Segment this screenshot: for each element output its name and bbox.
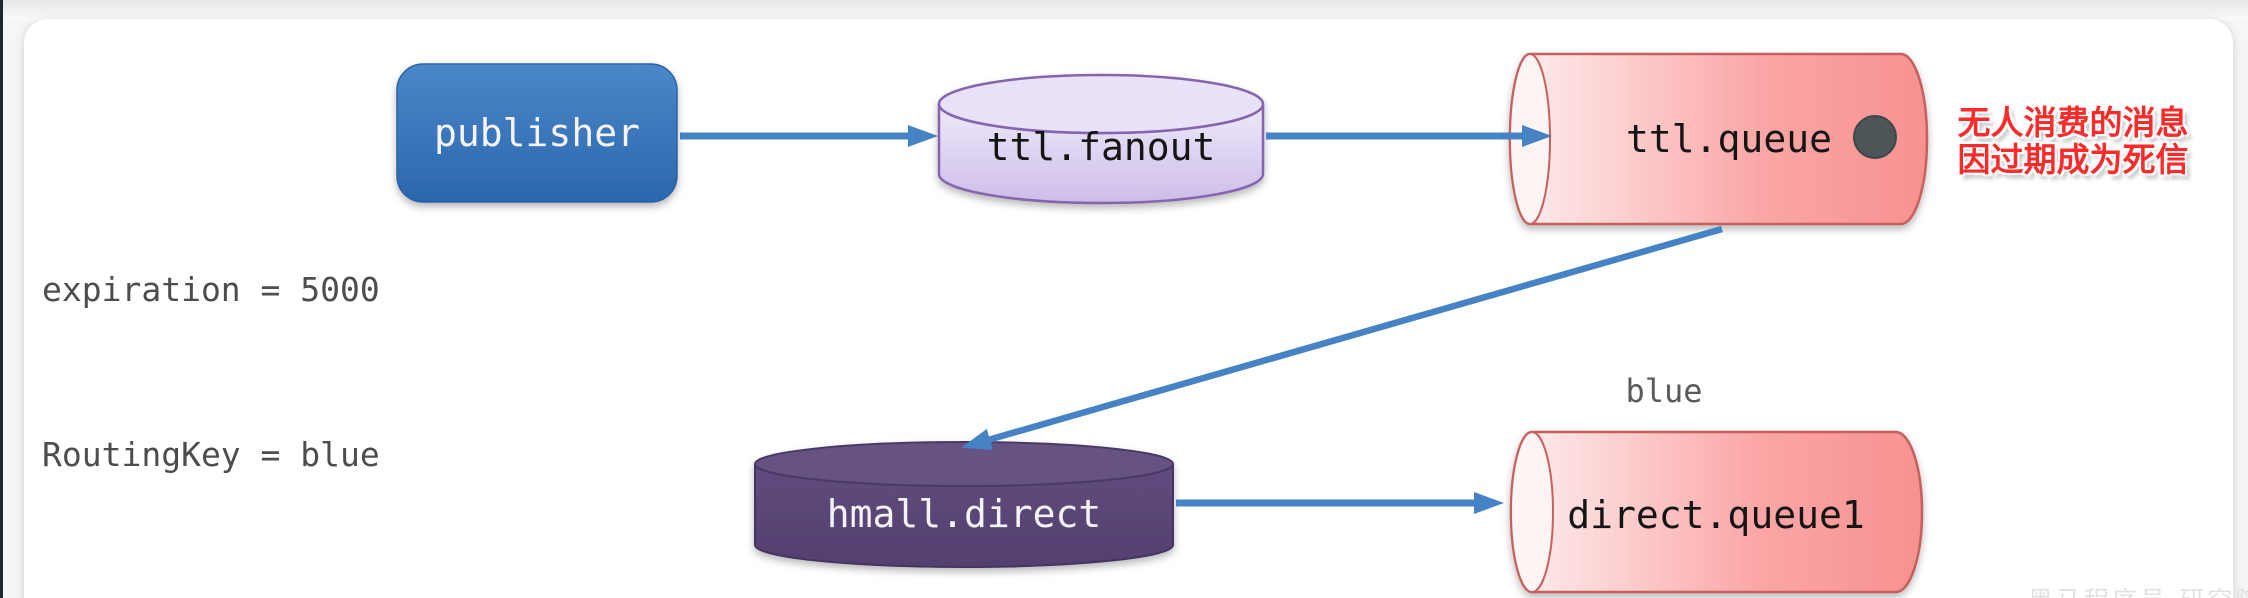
publisher-box	[396, 63, 678, 203]
window-left-edge	[0, 0, 3, 598]
direct-queue1-cylinder	[1509, 430, 1924, 594]
ttl-fanout-cylinder	[937, 73, 1265, 205]
arrow-ttl-queue-to-hmall-direct	[961, 225, 1723, 451]
watermark-text: 黑马程序员-研究院	[2028, 581, 2248, 598]
publisher-label: publisher	[434, 111, 640, 155]
dead-letter-note: 无人消费的消息 因过期成为死信	[1958, 104, 2189, 178]
dead-letter-note-line1: 无人消费的消息	[1957, 104, 2189, 141]
dead-letter-note-line2: 因过期成为死信	[1957, 141, 2189, 178]
ttl-queue-label: ttl.queue	[1626, 117, 1832, 161]
ttl-fanout-label: ttl.fanout	[986, 125, 1216, 169]
hmall-direct-label: hmall.direct	[826, 492, 1102, 536]
direct-queue1-label: direct.queue1	[1567, 493, 1865, 537]
message-dot	[1853, 115, 1897, 159]
routing-key-text: RoutingKey = blue	[42, 435, 380, 474]
hmall-direct-cylinder	[754, 441, 1174, 568]
binding-key-label: blue	[1625, 372, 1703, 410]
expiration-text: expiration = 5000	[42, 270, 380, 309]
message-properties: expiration = 5000 RoutingKey = blue	[42, 152, 380, 592]
top-gray-strip	[0, 0, 2248, 20]
